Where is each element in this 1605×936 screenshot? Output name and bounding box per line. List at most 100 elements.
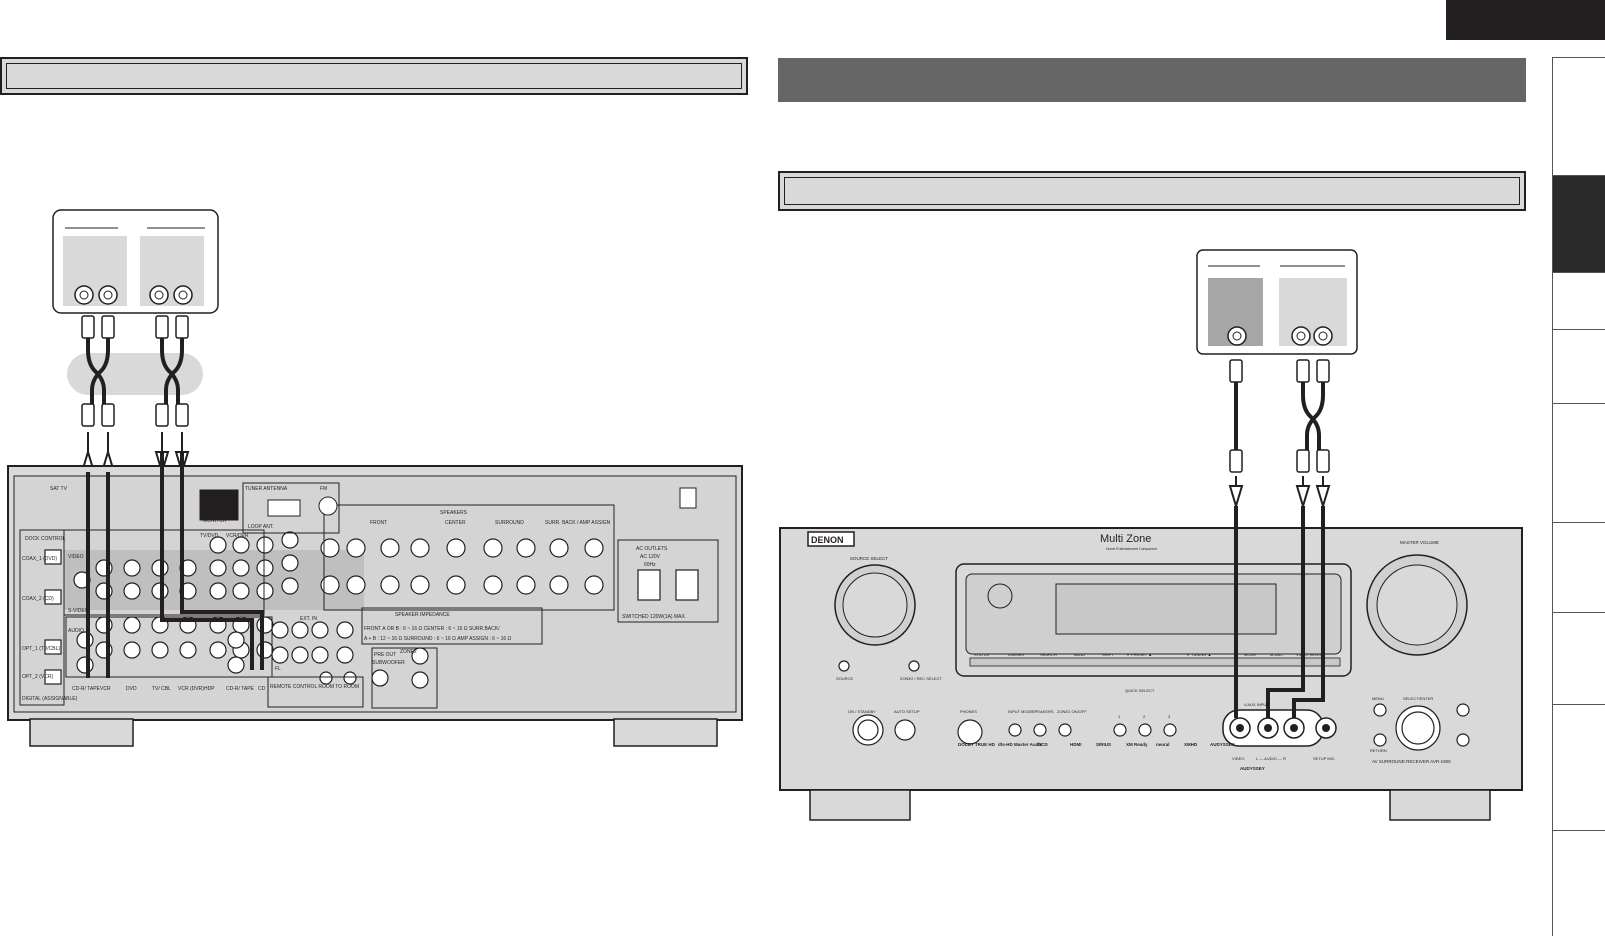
- cable-band: [67, 353, 203, 395]
- label-hdp: HDP: [204, 686, 215, 692]
- btn-label-tuning: ▼ TUNING ▲: [1186, 652, 1211, 657]
- logo-neural: neural: [1156, 742, 1170, 747]
- cable-route-left: [86, 452, 264, 678]
- label-video-in: VIDEO: [1232, 756, 1244, 761]
- label-multi-zone: Multi Zone: [1100, 533, 1151, 545]
- label-zone2: ZONE2: [400, 649, 417, 655]
- label-speakers: SPEAKERS: [440, 510, 468, 516]
- label-ext-in: EXT. IN: [300, 616, 317, 622]
- label-remote-control: REMOTE CONTROL ROOM TO ROOM: [270, 684, 359, 690]
- side-tab-4[interactable]: [1552, 329, 1605, 403]
- label-vcr: VCR: [100, 686, 111, 692]
- btn-label-search: SEARCH: [1040, 652, 1057, 657]
- label-sat-tv: SAT TV: [50, 486, 68, 492]
- label-imp-line1: FRONT A OR B : 6 ~ 16 Ω CENTER : 6 ~ 16 …: [364, 626, 500, 632]
- label-input-mode: INPUT MODE: [1008, 709, 1033, 714]
- label-cd-r-tape-left: CD-R/ TAPE: [72, 686, 101, 692]
- section-subheader-right-inner: [784, 177, 1520, 205]
- label-opt2: OPT_2 (VCR): [22, 674, 53, 680]
- side-tab-2-active[interactable]: [1552, 175, 1605, 272]
- label-ac-120v: AC 120V: [640, 554, 661, 560]
- label-tuner-antenna: TUNER ANTENNA: [245, 486, 288, 492]
- signal-arrows-right: [1228, 476, 1331, 510]
- section-subheader-right: [778, 171, 1526, 211]
- label-source-select: SOURCE SELECT: [850, 556, 888, 561]
- logo-xm-ready: XM Ready: [1126, 742, 1148, 747]
- label-vaux-in: V.AUX INPUT: [1244, 702, 1269, 707]
- side-tab-5[interactable]: [1552, 403, 1605, 522]
- label-source: SOURCE: [836, 676, 853, 681]
- side-tab-7[interactable]: [1552, 612, 1605, 704]
- btn-label-status: STATUS: [974, 652, 990, 657]
- brand-logo: DENON: [811, 535, 844, 545]
- label-select-enter: SELECT/ENTER: [1403, 696, 1433, 701]
- label-speakers-btn: SPEAKERS: [1032, 709, 1054, 714]
- logo-audyssey-1: AUDYSSEY: [1210, 742, 1235, 747]
- label-cd: CD: [258, 686, 266, 692]
- external-device-right: [1196, 249, 1358, 355]
- label-60hz: 60Hz: [644, 562, 656, 568]
- label-dock-control: DOCK CONTROL: [25, 536, 66, 542]
- section-header-left: [0, 57, 748, 95]
- label-ac-outlets: AC OUTLETS: [636, 546, 668, 552]
- label-surr-back: SURR. BACK / AMP ASSIGN: [545, 520, 611, 526]
- label-imp-line2: A + B : 12 ~ 16 Ω SURROUND : 6 ~ 16 Ω AM…: [364, 636, 512, 642]
- label-subwoofer: SUBWOOFER: [372, 660, 405, 666]
- side-tab-8[interactable]: [1552, 704, 1605, 830]
- logo-dts: dts-HD Master Audio: [998, 742, 1043, 747]
- label-speaker-impedance: SPEAKER IMPEDANCE: [395, 612, 450, 618]
- btn-label-mdac: M-DAC: [1270, 652, 1283, 657]
- label-dvd: DVD: [126, 686, 137, 692]
- logo-hdmi: HDMI: [1070, 742, 1082, 747]
- label-s-video: S-VIDEO: [68, 608, 89, 614]
- label-audio: AUDIO: [68, 628, 84, 634]
- front-panel-diagram: DENON SOURCE SELECT Multi Zone Home Ente…: [779, 249, 1523, 821]
- side-tab-1[interactable]: [1552, 57, 1605, 175]
- label-coax2: COAX_2 (CD): [22, 596, 54, 602]
- label-surround: SURROUND: [495, 520, 524, 526]
- label-tv-dvd: TV/DVD: [200, 533, 219, 539]
- side-tab-3[interactable]: [1552, 272, 1605, 329]
- side-tab-9[interactable]: [1552, 830, 1605, 936]
- label-vcr-sat: VCR/DVR: [226, 533, 249, 539]
- rca-cables-right: [1234, 375, 1325, 465]
- label-phones: PHONES: [960, 709, 977, 714]
- label-fm: FM: [320, 486, 327, 492]
- label-cd-r-tape-right: CD-R/ TAPE: [226, 686, 255, 692]
- label-quick-select: QUICK SELECT: [1125, 688, 1155, 693]
- label-multi-zone-sub: Home Entertainment Component: [1106, 547, 1157, 551]
- label-zone2-onoff: ZONE2 ON/OFF: [1057, 709, 1087, 714]
- label-fl-fr: FL: [275, 666, 281, 672]
- section-header-right-dark: [778, 58, 1526, 102]
- label-video: VIDEO: [68, 554, 84, 560]
- label-monitor: MONITOR: [203, 518, 227, 524]
- logo-xmhd: XMHD: [1184, 742, 1198, 747]
- label-qs-3: 3: [1168, 714, 1171, 719]
- label-pre-out: PRE OUT: [374, 652, 396, 658]
- label-l-audio-r: L — AUDIO — R: [1256, 756, 1286, 761]
- logo-audyssey-2: AUDYSSEY: [1240, 766, 1265, 771]
- logo-dcd: DCD: [1038, 742, 1048, 747]
- receiver-front-body: [779, 527, 1523, 821]
- external-device-left: [52, 209, 219, 314]
- label-loop-ant: LOOP ANT.: [248, 524, 274, 530]
- label-center: CENTER: [445, 520, 466, 526]
- label-coax1: COAX_1 (DVD): [22, 556, 57, 562]
- ac-outlets: [637, 569, 699, 601]
- btn-label-dimmer: DIMMER: [1008, 652, 1024, 657]
- label-digital: DIGITAL (ASSIGNABLE): [22, 696, 78, 702]
- label-master-volume: MASTER VOLUME: [1400, 540, 1439, 545]
- section-header-left-inner: [6, 63, 742, 89]
- label-qs-2: 2: [1143, 714, 1146, 719]
- label-switched: SWITCHED 120W(1A) MAX.: [622, 614, 686, 620]
- label-qs-1: 1: [1118, 714, 1121, 719]
- side-tab-6[interactable]: [1552, 522, 1605, 612]
- label-model: AV SURROUND RECEIVER AVR-1909: [1372, 759, 1451, 764]
- label-vcr-dvr: VCR (DVR): [178, 686, 204, 692]
- cable-route-right: [1234, 506, 1325, 718]
- page-corner-marker: [1446, 0, 1605, 40]
- label-auto-setup: AUTO SETUP: [894, 709, 920, 714]
- btn-label-preset: ▼ PRESET ▲: [1126, 652, 1152, 657]
- label-tv-cbl: TV/ CBL: [152, 686, 171, 692]
- btn-label-video-select: VIDEO SELECT: [1296, 652, 1326, 657]
